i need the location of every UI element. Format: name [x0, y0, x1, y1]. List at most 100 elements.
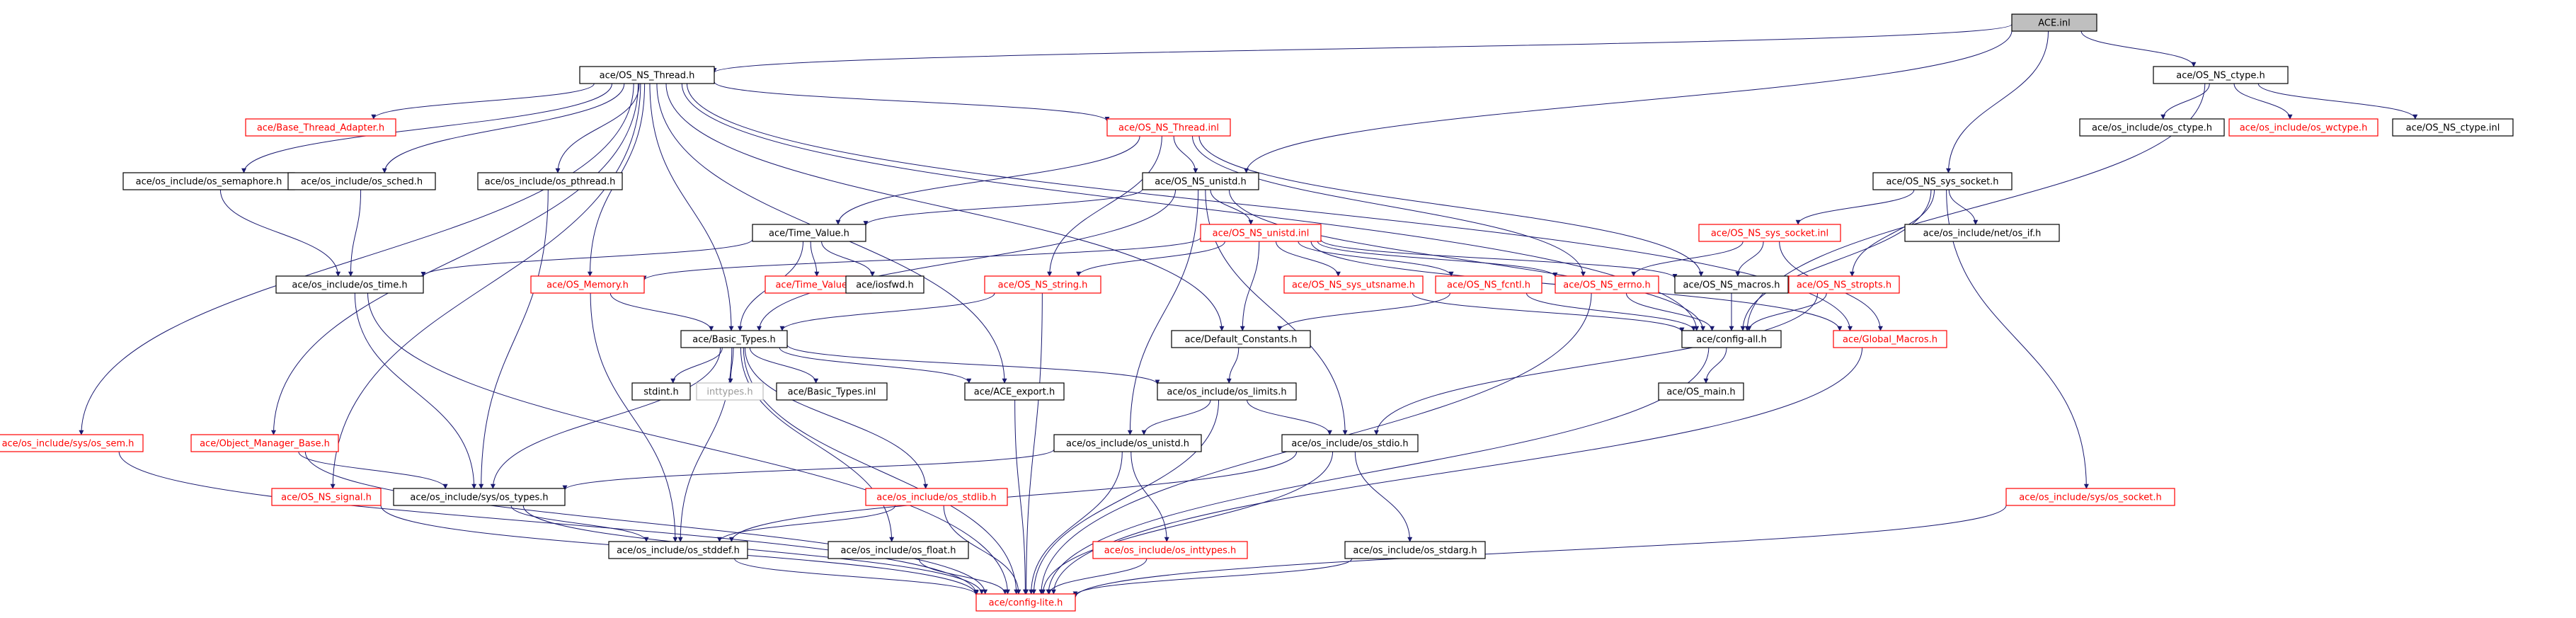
node-ace-inl[interactable]: ACE.inl — [2011, 13, 2097, 32]
node-oi-stdarg[interactable]: ace/os_include/os_stdarg.h — [1344, 541, 1486, 559]
node-oi-limits[interactable]: ace/os_include/os_limits.h — [1157, 382, 1297, 401]
node-os-ns-sys-socket-h[interactable]: ace/OS_NS_sys_socket.h — [1872, 172, 2013, 190]
node-default-constants[interactable]: ace/Default_Constants.h — [1171, 330, 1311, 348]
node-os-ns-sys-socket-inl[interactable]: ace/OS_NS_sys_socket.inl — [1698, 224, 1841, 242]
edge-os_ns_thread_inl-to-time_value_h — [835, 135, 1140, 225]
node-inttypes[interactable]: inttypes.h — [696, 382, 764, 401]
node-basic-types-h[interactable]: ace/Basic_Types.h — [680, 330, 788, 348]
node-basic-types-inl[interactable]: ace/Basic_Types.inl — [776, 382, 888, 401]
edge-os_ns_unistd_inl-to-os_ns_errno — [1317, 241, 1558, 277]
node-box — [1200, 224, 1322, 242]
node-oi-semaphore[interactable]: ace/os_include/os_semaphore.h — [122, 172, 295, 190]
node-box — [2005, 488, 2175, 506]
node-os-main[interactable]: ace/OS_main.h — [1658, 382, 1744, 401]
node-os-ns-ctype-inl[interactable]: ace/OS_NS_ctype.inl — [2392, 118, 2514, 137]
node-oi-unistd[interactable]: ace/os_include/os_unistd.h — [1053, 434, 1202, 452]
node-iosfwd[interactable]: ace/iosfwd.h — [845, 275, 925, 294]
edge-os_ns_unistd_h-to-oi_unistd — [1127, 189, 1199, 435]
edge-oi_stdarg-to-config_lite — [1072, 558, 1353, 597]
node-box — [776, 382, 888, 401]
node-box — [2079, 118, 2225, 137]
node-box — [1053, 434, 1202, 452]
node-oi-float[interactable]: ace/os_include/os_float.h — [828, 541, 969, 559]
node-os-memory[interactable]: ace/OS_Memory.h — [530, 275, 645, 294]
edge-os_ns_thread_h-to-oi_sys_os_sem — [79, 83, 634, 435]
edge-basic_types_h-to-oi_limits — [786, 344, 1160, 385]
node-stdint[interactable]: stdint.h — [631, 382, 691, 401]
node-oi-stddef[interactable]: ace/os_include/os_stddef.h — [608, 541, 748, 559]
edge-basic_types_h-to-oi_sys_os_types — [490, 347, 721, 489]
node-label: inttypes.h — [706, 387, 752, 398]
node-oi-wctype[interactable]: ace/os_include/os_wctype.h — [2228, 118, 2378, 137]
node-label: ace/OS_NS_string.h — [998, 280, 1088, 291]
edge-os_ns_fcntl-to-config_all — [1525, 292, 1696, 331]
node-oi-net-if[interactable]: ace/os_include/net/os_if.h — [1904, 224, 2060, 242]
edge-os_ns_stropts-to-config_all — [1746, 292, 1827, 331]
edge-oi_sys_os_sem-to-config_lite — [118, 451, 979, 595]
node-config-lite[interactable]: ace/config-lite.h — [975, 593, 1076, 612]
node-label: ace/os_include/sys/os_socket.h — [2019, 493, 2161, 503]
node-box — [1555, 275, 1659, 294]
edge-os_ns_thread_h-to-global_macros — [686, 83, 1853, 331]
node-os-ns-thread-inl[interactable]: ace/OS_NS_Thread.inl — [1106, 118, 1231, 137]
node-oi-ctype[interactable]: ace/os_include/os_ctype.h — [2079, 118, 2225, 137]
node-os-ns-thread-h[interactable]: ace/OS_NS_Thread.h — [579, 66, 715, 84]
node-oi-sys-os-sem[interactable]: ace/os_include/sys/os_sem.h — [0, 434, 144, 452]
node-box — [1872, 172, 2013, 190]
node-oi-pthread[interactable]: ace/os_include/os_pthread.h — [477, 172, 623, 190]
node-object-manager-base[interactable]: ace/Object_Manager_Base.h — [190, 434, 339, 452]
edge-oi_stdio-to-oi_stdarg — [1354, 451, 1413, 542]
node-label: ACE.inl — [2038, 18, 2071, 29]
node-oi-inttypes[interactable]: ace/os_include/os_inttypes.h — [1092, 541, 1248, 559]
node-box — [477, 172, 623, 190]
edge-basic_types_h-to-inttypes — [728, 347, 734, 384]
node-os-ns-errno[interactable]: ace/OS_NS_errno.h — [1555, 275, 1659, 294]
node-os-ns-fcntl[interactable]: ace/OS_NS_fcntl.h — [1435, 275, 1542, 294]
node-box — [1674, 275, 1789, 294]
node-global-macros[interactable]: ace/Global_Macros.h — [1833, 330, 1947, 348]
node-os-ns-string[interactable]: ace/OS_NS_string.h — [984, 275, 1101, 294]
edge-os_ns_string-to-config_lite — [1024, 292, 1043, 595]
node-os-ns-ctype-h[interactable]: ace/OS_NS_ctype.h — [2153, 66, 2289, 84]
edge-os_memory-to-basic_types_h — [609, 292, 714, 331]
node-oi-sys-os-types[interactable]: ace/os_include/sys/os_types.h — [393, 488, 566, 506]
edge-os_ns_stropts-to-oi_stdio — [1373, 292, 1819, 435]
node-label: ace/os_include/os_pthread.h — [485, 177, 616, 188]
node-os-ns-stropts[interactable]: ace/OS_NS_stropts.h — [1788, 275, 1900, 294]
node-os-ns-signal[interactable]: ace/OS_NS_signal.h — [271, 488, 382, 506]
node-os-ns-unistd-h[interactable]: ace/OS_NS_unistd.h — [1142, 172, 1259, 190]
node-ace-export[interactable]: ace/ACE_export.h — [964, 382, 1065, 401]
node-label: ace/OS_NS_Thread.h — [600, 71, 695, 81]
edge-os_memory-to-oi_stddef — [590, 292, 678, 542]
edge-ace_inl-to-os_ns_thread_h — [711, 23, 2013, 74]
node-config-all[interactable]: ace/config-all.h — [1681, 330, 1782, 348]
node-label: ace/os_include/os_ctype.h — [2092, 123, 2212, 134]
node-label: ace/OS_NS_signal.h — [281, 493, 372, 503]
node-label: ace/os_include/os_stdlib.h — [876, 493, 996, 503]
edge-time_value_h-to-oi_time — [420, 239, 753, 277]
edge-oi_limits-to-oi_stdio — [1247, 399, 1332, 435]
edge-os_ns_thread_inl-to-os_ns_unistd_h — [1173, 135, 1198, 173]
node-box — [579, 66, 715, 84]
edge-os_ns_unistd_h-to-os_ns_unistd_inl — [1210, 189, 1254, 225]
node-oi-stdio[interactable]: ace/os_include/os_stdio.h — [1281, 434, 1419, 452]
node-oi-time[interactable]: ace/os_include/os_time.h — [275, 275, 424, 294]
node-box — [1658, 382, 1744, 401]
node-base-thread-adapter[interactable]: ace/Base_Thread_Adapter.h — [245, 118, 396, 137]
edge-oi_stdlib-to-config_lite — [943, 505, 1021, 595]
edge-os_ns_unistd_h-to-config_all — [1228, 189, 1706, 331]
node-oi-sched[interactable]: ace/os_include/os_sched.h — [287, 172, 436, 190]
edge-os_ns_sys_socket_inl-to-os_ns_macros — [1735, 241, 1764, 277]
node-os-ns-macros[interactable]: ace/OS_NS_macros.h — [1674, 275, 1789, 294]
node-oi-sys-os-socket[interactable]: ace/os_include/sys/os_socket.h — [2005, 488, 2175, 506]
node-time-value-h[interactable]: ace/Time_Value.h — [752, 224, 866, 242]
edge-os_ns_sys_utsname-to-config_all — [1412, 292, 1685, 333]
node-box — [680, 330, 788, 348]
node-os-ns-sys-utsname[interactable]: ace/OS_NS_sys_utsname.h — [1283, 275, 1424, 294]
node-oi-stdlib[interactable]: ace/os_include/os_stdlib.h — [865, 488, 1008, 506]
edge-oi_time-to-config_lite — [367, 292, 1010, 595]
node-box — [608, 541, 748, 559]
node-label: ace/os_include/sys/os_sem.h — [2, 439, 134, 450]
node-os-ns-unistd-inl[interactable]: ace/OS_NS_unistd.inl — [1200, 224, 1322, 242]
node-label: ace/OS_NS_stropts.h — [1797, 280, 1891, 291]
